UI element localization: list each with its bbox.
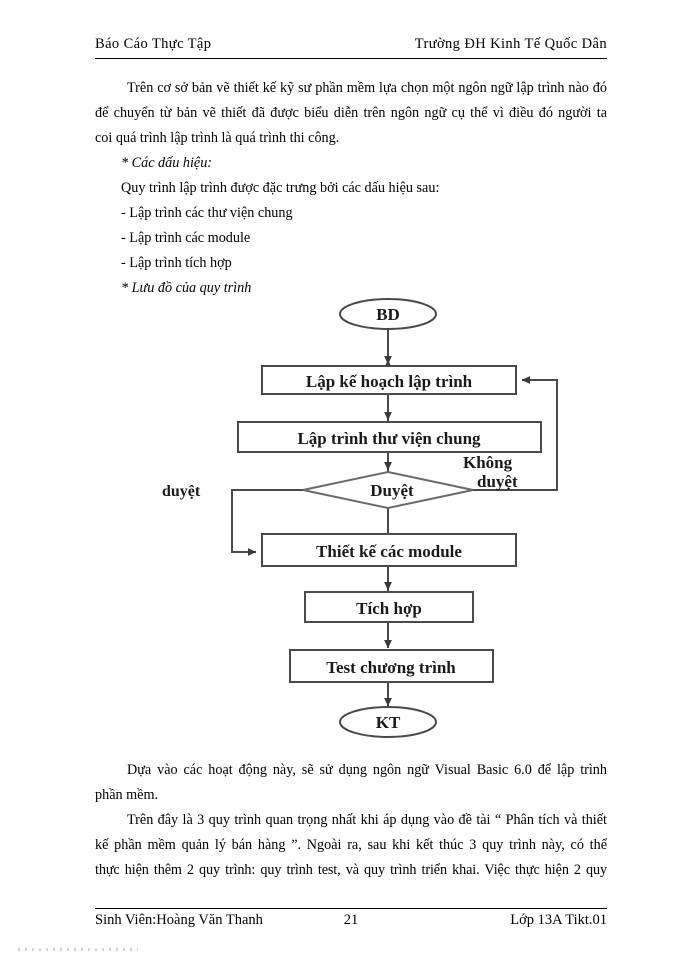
footer-class: Lớp 13A Tikt.01: [510, 912, 607, 928]
page-header: Báo Cáo Thực Tập Trường ĐH Kinh Tế Quốc …: [95, 36, 607, 58]
node-plan-label: Lập kế hoạch lập trình: [306, 372, 473, 391]
paragraph-tooling: Dựa vào các hoạt động này, sẽ sử dụng ng…: [95, 758, 607, 808]
bullet-item-2: - Lập trình các module: [121, 230, 251, 246]
paragraph-summary-line-1: Trên đây là 3 quy trình quan trọng nhất …: [127, 812, 607, 828]
node-test-label: Test chương trình: [326, 658, 456, 677]
heading-signs: * Các dấu hiệu:: [121, 155, 213, 171]
node-integrate-label: Tích hợp: [356, 599, 422, 618]
paragraph-signs-intro: Quy trình lập trình được đặc trưng bởi c…: [121, 180, 440, 196]
paragraph-tooling-line-2: phần mềm.: [95, 787, 159, 803]
paragraph-intro-line-2: để chuyển từ bản vẽ thiết đã được biểu d…: [95, 105, 607, 121]
header-rule: [95, 58, 607, 59]
heading-flowchart: * Lưu đồ của quy trình: [121, 280, 252, 296]
page-number: 21: [343, 912, 359, 928]
node-review-label: Duyệt: [370, 481, 414, 500]
node-library: Lập trình thư viện chung: [237, 421, 542, 453]
bullet-item-1: - Lập trình các thư viện chung: [121, 205, 293, 221]
edge-review-plan: [473, 376, 558, 491]
node-plan: Lập kế hoạch lập trình: [261, 365, 517, 395]
page-footer: Sinh Viên:Hoàng Văn Thanh 21 Lớp 13A Tik…: [95, 912, 607, 934]
footer-rule: [95, 908, 607, 909]
bullet-item-3: - Lập trình tích hợp: [121, 255, 232, 271]
node-integrate: Tích hợp: [304, 591, 474, 623]
paragraph-intro: Trên cơ sở bản vẽ thiết kế kỹ sư phần mề…: [95, 76, 607, 151]
header-left-title: Báo Cáo Thực Tập: [95, 36, 212, 52]
node-review: Duyệt: [302, 470, 474, 510]
node-module: Thiết kế các module: [261, 533, 517, 567]
node-library-label: Lập trình thư viện chung: [297, 429, 481, 448]
edge-review-module: [231, 489, 303, 556]
paragraph-summary-line-2: kế phần mềm quản lý bán hàng ”. Ngoài ra…: [95, 837, 607, 853]
node-start: BD: [339, 298, 437, 330]
process-flowchart: BD Lập kế hoạch lập trình Lập trình thư …: [0, 288, 700, 748]
node-module-label: Thiết kế các module: [316, 542, 462, 561]
node-end: KT: [339, 706, 437, 738]
paragraph-intro-line-1: Trên cơ sở bản vẽ thiết kế kỹ sư phần mề…: [127, 80, 607, 96]
scan-artifact: [18, 948, 138, 951]
node-test: Test chương trình: [289, 649, 494, 683]
node-start-label: BD: [376, 305, 400, 324]
header-right-title: Trường ĐH Kinh Tế Quốc Dân: [414, 36, 607, 52]
node-end-label: KT: [376, 713, 401, 732]
edge-label-rejected-line2: duyệt: [477, 472, 518, 491]
paragraph-intro-line-3: coi quá trình lập trình là quá trình thi…: [95, 130, 340, 146]
flowchart-canvas: BD Lập kế hoạch lập trình Lập trình thư …: [162, 298, 558, 738]
paragraph-summary-line-3: thực hiện thêm 2 quy trình: quy trình te…: [95, 862, 607, 878]
edge-label-approved: duyệt: [162, 483, 201, 500]
edge-label-rejected-line1: Không: [463, 453, 513, 472]
paragraph-summary: Trên đây là 3 quy trình quan trọng nhất …: [95, 808, 607, 883]
paragraph-tooling-line-1: Dựa vào các hoạt động này, sẽ sử dụng ng…: [127, 762, 607, 778]
footer-student-name: Sinh Viên:Hoàng Văn Thanh: [95, 912, 263, 928]
